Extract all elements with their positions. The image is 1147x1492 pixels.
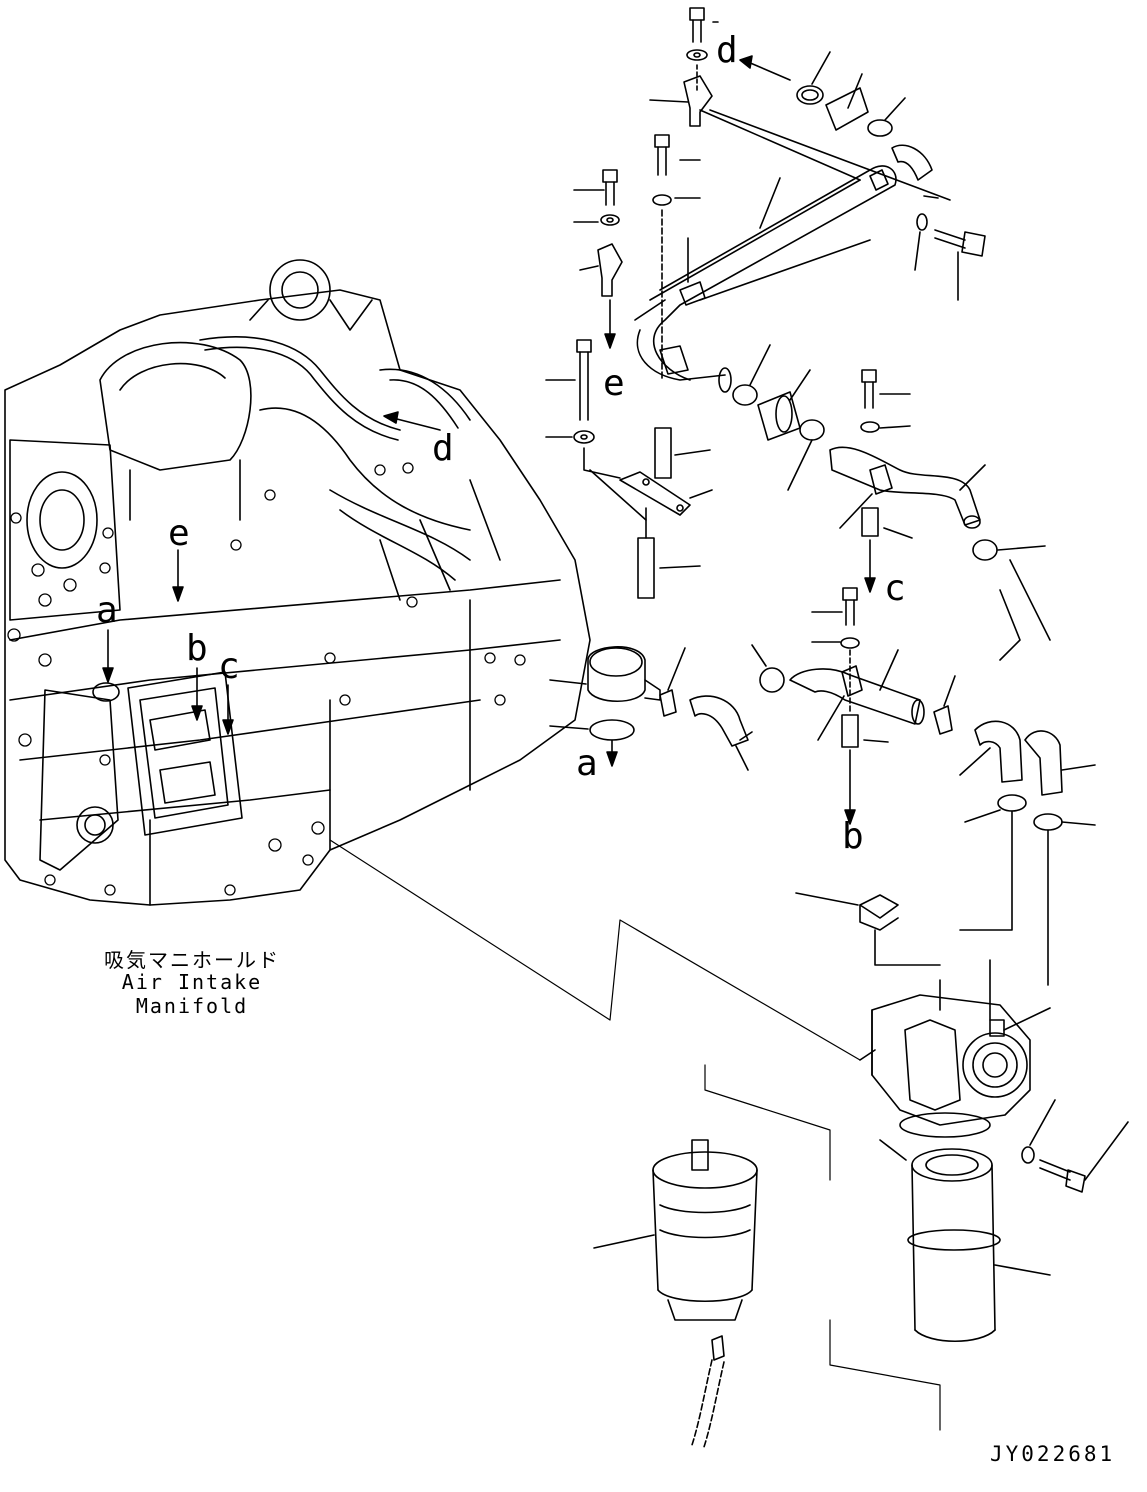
breather-cap [549,646,661,761]
bolt-c-group [860,369,911,433]
right-clamp [972,539,1051,661]
top-bolt-group [649,7,719,127]
ref-a-right: a [576,743,598,784]
filter-element [879,1139,1051,1343]
middle-hose-parts [732,344,986,591]
main-pipe [634,109,951,393]
lower-hoses [659,587,956,821]
ref-c-engine: c [218,646,240,687]
leader-lines [329,839,941,1431]
connector-clip [795,892,941,966]
filter-bolt [1021,1099,1129,1193]
engine-block-illustration [4,259,591,906]
right-ref-letters: d e c a b [576,30,906,857]
long-bolt [545,339,621,479]
bracket-spacers [589,427,713,599]
b-arrow-lower [844,809,856,825]
e-arrow [604,333,616,349]
ref-b-right: b [842,816,864,857]
ref-e-right: e [603,363,625,404]
ref-a-engine: a [96,590,118,631]
filter-head [859,959,1051,1138]
c-arrow-lower [864,577,876,593]
ref-d-top: d [716,30,738,71]
a-arrow-lower [606,751,618,767]
left-bolt-group [573,169,623,347]
drawing-code: JY022681 [990,1442,1116,1466]
ref-d-engine: d [432,428,454,469]
caption-japanese: 吸気マニホールド [104,948,280,972]
elbow-hoses [959,720,1096,986]
ref-e-engine: e [168,513,190,554]
right-bolt [914,213,986,301]
d-arrow-top [739,55,791,81]
engine-ref-letters: a e b c d [96,428,454,687]
ref-c-right: c [884,568,906,609]
ref-b-engine: b [186,628,208,669]
upper-hose-parts [796,51,939,199]
engine-ref-arrows [102,411,441,735]
caption-english: Air Intake Manifold [121,970,263,1018]
filter-case [593,1139,758,1448]
mid-bolt-group [652,134,701,381]
